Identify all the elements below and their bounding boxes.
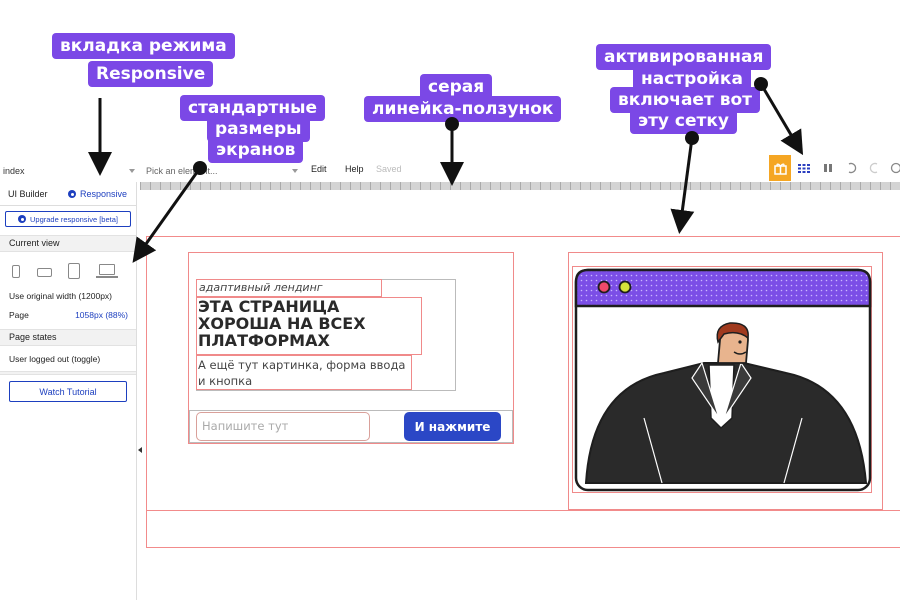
hero-subtitle: адаптивный лендинг bbox=[199, 281, 323, 294]
text-input[interactable]: Напишите тут bbox=[196, 412, 370, 441]
redo-button[interactable] bbox=[868, 160, 882, 176]
top-toolbar: index Pick an element... Edit Help Saved bbox=[0, 160, 900, 182]
grid-line bbox=[146, 510, 900, 511]
arrow-to-grid-toggle bbox=[759, 83, 804, 156]
annotation-ruler-line2: линейка-ползунок bbox=[364, 96, 562, 122]
responsive-icon bbox=[18, 215, 26, 223]
image-box bbox=[572, 266, 872, 493]
heading-box bbox=[196, 297, 422, 355]
mode-tabs: UI Builder Responsive bbox=[0, 182, 136, 206]
page-selector-value: index bbox=[3, 166, 25, 176]
annotation-grid-line4: эту сетку bbox=[630, 108, 738, 134]
page-selector[interactable]: index bbox=[3, 164, 135, 178]
redo-icon bbox=[869, 162, 878, 174]
chevron-down-icon bbox=[129, 169, 135, 173]
width-ruler-slider[interactable] bbox=[140, 182, 900, 190]
form-row bbox=[189, 410, 513, 443]
subtitle-box bbox=[196, 279, 382, 297]
phone-portrait-icon[interactable] bbox=[12, 265, 20, 278]
tab-responsive-label: Responsive bbox=[80, 189, 128, 199]
description-box bbox=[196, 355, 412, 390]
annotation-ruler-line1: серая bbox=[420, 74, 493, 100]
grid-line bbox=[146, 547, 900, 548]
upgrade-label: Upgrade responsive [beta] bbox=[30, 214, 118, 224]
pause-icon bbox=[824, 164, 832, 172]
phone-landscape-icon[interactable] bbox=[37, 268, 52, 277]
saved-status: Saved bbox=[376, 164, 402, 174]
upgrade-responsive-button[interactable]: Upgrade responsive [beta] bbox=[5, 211, 131, 227]
tab-responsive[interactable]: Responsive bbox=[68, 189, 127, 199]
circle-icon bbox=[890, 162, 900, 174]
use-original-width-option[interactable]: Use original width (1200px) bbox=[9, 291, 112, 301]
tab-ui-builder[interactable]: UI Builder bbox=[8, 189, 48, 199]
gift-icon bbox=[773, 163, 787, 175]
more-tool-button[interactable] bbox=[888, 160, 900, 176]
undo-button[interactable] bbox=[844, 160, 858, 176]
laptop-icon[interactable] bbox=[96, 264, 118, 280]
undo-icon bbox=[848, 162, 857, 174]
left-panel: UI Builder Responsive Upgrade responsive… bbox=[0, 182, 137, 600]
annotation-mode-tab-line1: вкладка режима bbox=[52, 33, 235, 59]
gift-button[interactable] bbox=[769, 155, 791, 181]
submit-button[interactable]: И нажмите bbox=[404, 412, 501, 441]
image-group bbox=[568, 252, 883, 510]
element-picker-placeholder: Pick an element... bbox=[146, 166, 218, 176]
help-menu[interactable]: Help bbox=[345, 164, 364, 174]
browser-man-illustration bbox=[574, 268, 872, 492]
hero-heading: ЭТА СТРАНИЦА ХОРОША НА ВСЕХ ПЛАТФОРМАХ bbox=[198, 297, 366, 350]
chevron-down-icon bbox=[292, 169, 298, 173]
grid-line bbox=[146, 237, 147, 548]
edit-menu[interactable]: Edit bbox=[311, 164, 327, 174]
grid-line bbox=[146, 236, 900, 237]
annotation-grid-line1: активированная bbox=[596, 44, 772, 70]
device-size-presets bbox=[10, 263, 130, 281]
grid-toggle-button[interactable] bbox=[797, 160, 811, 176]
divider bbox=[0, 371, 136, 375]
responsive-icon bbox=[68, 190, 76, 198]
user-logged-out-toggle[interactable]: User logged out (toggle) bbox=[9, 354, 101, 364]
element-picker[interactable]: Pick an element... bbox=[146, 164, 298, 178]
watch-tutorial-button[interactable]: Watch Tutorial bbox=[9, 381, 127, 402]
page-width-value[interactable]: 1058px (88%) bbox=[75, 310, 128, 320]
hero-description: А ещё тут картинка, форма ввода и кнопка bbox=[198, 358, 406, 388]
annotation-screen-sizes-line3: экранов bbox=[208, 137, 304, 163]
annotation-mode-tab-line2: Responsive bbox=[88, 61, 214, 87]
page-states-header: Page states bbox=[0, 329, 136, 346]
hero-text-group bbox=[188, 252, 514, 444]
grid-icon bbox=[798, 163, 810, 173]
collapse-panel-icon[interactable] bbox=[138, 447, 142, 453]
tablet-icon[interactable] bbox=[68, 263, 80, 279]
pause-button[interactable] bbox=[821, 160, 835, 176]
current-view-header: Current view bbox=[0, 235, 136, 252]
page-width-label: Page bbox=[9, 310, 29, 320]
